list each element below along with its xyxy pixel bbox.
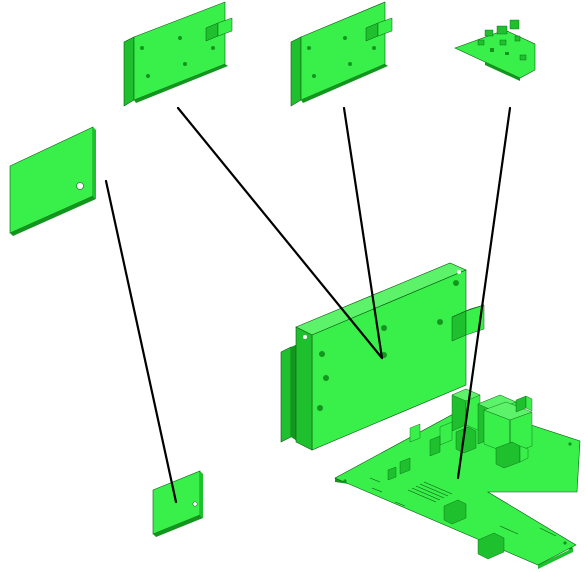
- flat-plate-large: [9, 126, 96, 236]
- leader-plate-large-to-plate-small: [104, 179, 178, 504]
- leader-lines: [104, 106, 512, 504]
- leader-card-b-to-module: [342, 106, 384, 360]
- flat-plate-small: [152, 470, 203, 537]
- leader-small-pcb-to-main-pcb: [456, 106, 512, 480]
- leader-card-a-to-module: [176, 106, 384, 360]
- small-pcb-fragment: [454, 19, 536, 81]
- daughter-card-b: [290, 1, 393, 107]
- daughter-card-a: [123, 1, 233, 107]
- main-module: [280, 262, 485, 451]
- main-pcb: [334, 388, 581, 569]
